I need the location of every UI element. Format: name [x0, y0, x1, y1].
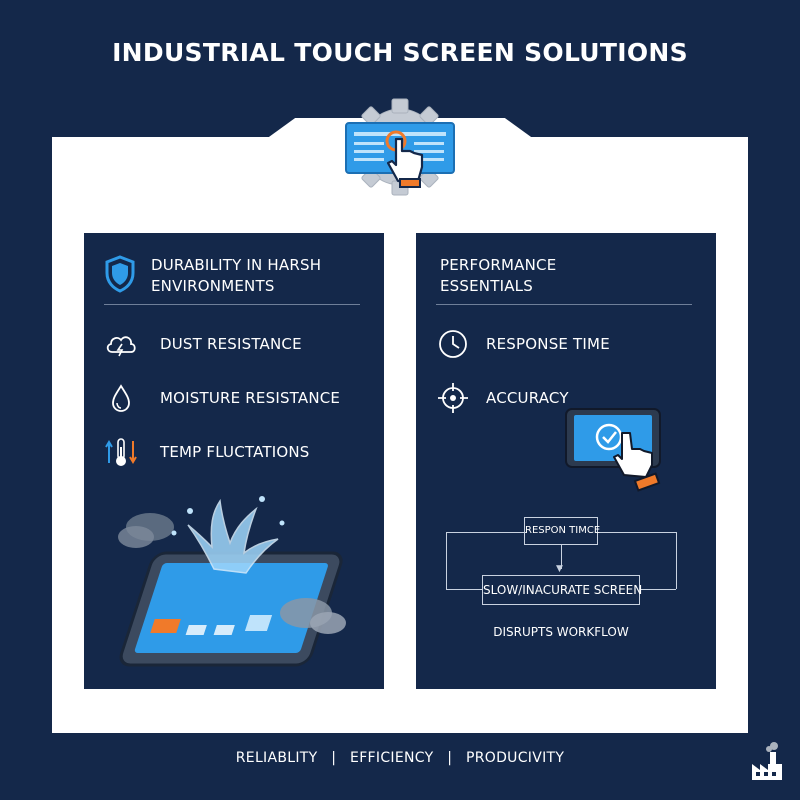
rugged-tablet-splash-illustration: [118, 496, 346, 667]
accuracy-label: ACCURACY: [486, 389, 569, 407]
flow-disrupts-workflow: DISRUPTS WORKFLOW: [493, 625, 629, 639]
durability-divider: [104, 304, 360, 305]
flow-connector-center: [561, 545, 562, 569]
dust-resistance-item: DUST RESISTANCE: [104, 327, 302, 361]
footer-separator-2: |: [447, 750, 453, 766]
performance-title-line2: ESSENTIALS: [440, 277, 533, 295]
tablet-tap-illustration: [565, 408, 661, 492]
flow-connector-bottom-right: [640, 589, 676, 590]
footer-efficiency: EFFICIENCY: [350, 750, 434, 766]
clock-icon: [439, 330, 467, 358]
shield-icon: [105, 255, 135, 293]
performance-divider: [436, 304, 692, 305]
performance-panel: PERFORMANCE ESSENTIALS RESPONSE TIME ACC…: [416, 233, 716, 689]
durability-title-line1: DURABILITY IN HARSH: [151, 256, 322, 274]
moisture-resistance-item: MOISTURE RESISTANCE: [104, 381, 340, 415]
water-drop-icon: [112, 384, 130, 412]
thermometer-icon: [105, 438, 137, 466]
flow-box-response-time: RESPON TIMCE: [524, 517, 600, 545]
gear-touchscreen-icon: [345, 98, 455, 196]
performance-title-line1: PERFORMANCE: [440, 256, 557, 274]
durability-title: DURABILITY IN HARSH ENVIRONMENTS: [151, 255, 321, 297]
response-time-item: RESPONSE TIME: [436, 327, 610, 361]
footer-reliability: RELIABLITY: [235, 750, 318, 766]
footer-tagline: RELIABLITY | EFFICIENCY | PRODUCIVITY: [0, 750, 800, 766]
flow-connector-top-right: [596, 532, 676, 533]
dust-resistance-label: DUST RESISTANCE: [160, 335, 302, 353]
crosshair-icon: [438, 383, 468, 413]
performance-title: PERFORMANCE ESSENTIALS: [440, 255, 556, 297]
flow-box-slow-screen: SLOW/INACURATE SCREEN: [482, 575, 642, 605]
temp-fluctuations-item: TEMP FLUCTATIONS: [104, 435, 310, 469]
footer-productivity: PRODUCIVITY: [466, 750, 565, 766]
flow-connector-top-left: [446, 532, 526, 533]
page-title: INDUSTRIAL TOUCH SCREEN SOLUTIONS: [112, 38, 688, 67]
durability-title-line2: ENVIRONMENTS: [151, 277, 275, 295]
flow-connector-right: [676, 532, 677, 589]
flow-arrow-down-icon: ▼: [556, 564, 563, 574]
durability-panel: DURABILITY IN HARSH ENVIRONMENTS DUST RE…: [84, 233, 384, 689]
accuracy-item: ACCURACY: [436, 381, 569, 415]
flow-connector-left: [446, 532, 447, 589]
dust-cloud-icon: [106, 336, 136, 357]
response-time-label: RESPONSE TIME: [486, 335, 610, 353]
factory-icon: [752, 742, 782, 780]
temp-fluctuations-label: TEMP FLUCTATIONS: [160, 443, 310, 461]
flow-connector-bottom-left: [446, 589, 482, 590]
moisture-resistance-label: MOISTURE RESISTANCE: [160, 389, 341, 407]
footer-separator-1: |: [331, 750, 337, 766]
